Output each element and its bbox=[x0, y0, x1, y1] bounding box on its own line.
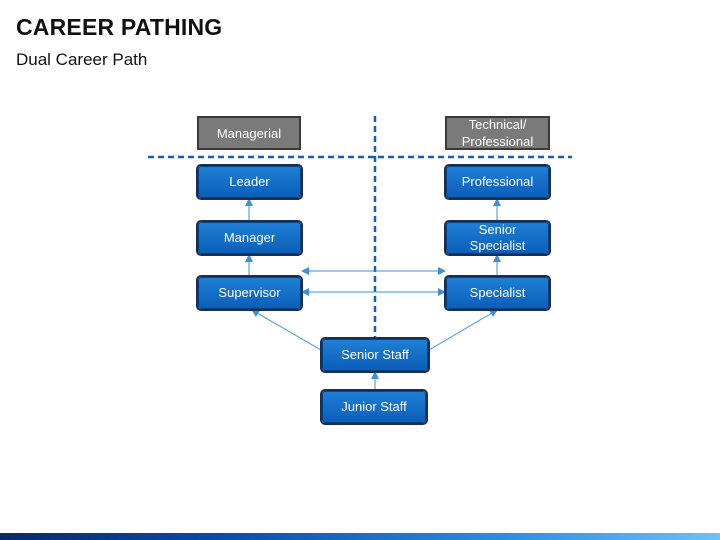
node-junior-staff-label: Junior Staff bbox=[341, 399, 407, 414]
node-manager-label: Manager bbox=[223, 230, 276, 245]
node-senior-staff: Senior Staff bbox=[322, 339, 428, 371]
footer-gradient-bar bbox=[0, 533, 720, 540]
node-supervisor: Supervisor bbox=[198, 277, 301, 309]
node-senior-staff-label: Senior Staff bbox=[341, 347, 409, 362]
node-specialist-label: Specialist bbox=[469, 285, 526, 300]
node-specialist: Specialist bbox=[446, 277, 549, 309]
managerial-header-label: Managerial bbox=[216, 125, 282, 141]
node-leader-label: Leader bbox=[229, 174, 270, 189]
arrow-senior-staff-to-specialist bbox=[428, 309, 498, 351]
technical-professional-header: Technical/ Professional bbox=[445, 116, 550, 150]
node-manager: Manager bbox=[198, 222, 301, 254]
page-subtitle: Dual Career Path bbox=[16, 50, 148, 69]
node-leader: Leader bbox=[198, 166, 301, 198]
node-supervisor-label: Supervisor bbox=[218, 285, 281, 300]
node-professional-label: Professional bbox=[461, 174, 534, 189]
managerial-header: Managerial bbox=[197, 116, 301, 150]
node-senior-specialist-label-line1: Senior bbox=[478, 222, 517, 237]
node-senior-specialist: Senior Specialist bbox=[446, 222, 549, 254]
node-professional: Professional bbox=[446, 166, 549, 198]
technical-header-label-line1: Technical/ bbox=[468, 117, 527, 132]
node-junior-staff: Junior Staff bbox=[322, 391, 426, 423]
arrow-senior-staff-to-supervisor bbox=[251, 309, 322, 351]
technical-header-label-line2: Professional bbox=[461, 134, 534, 149]
node-senior-specialist-label-line2: Specialist bbox=[469, 238, 526, 253]
page-title: CAREER PATHING bbox=[16, 14, 223, 40]
